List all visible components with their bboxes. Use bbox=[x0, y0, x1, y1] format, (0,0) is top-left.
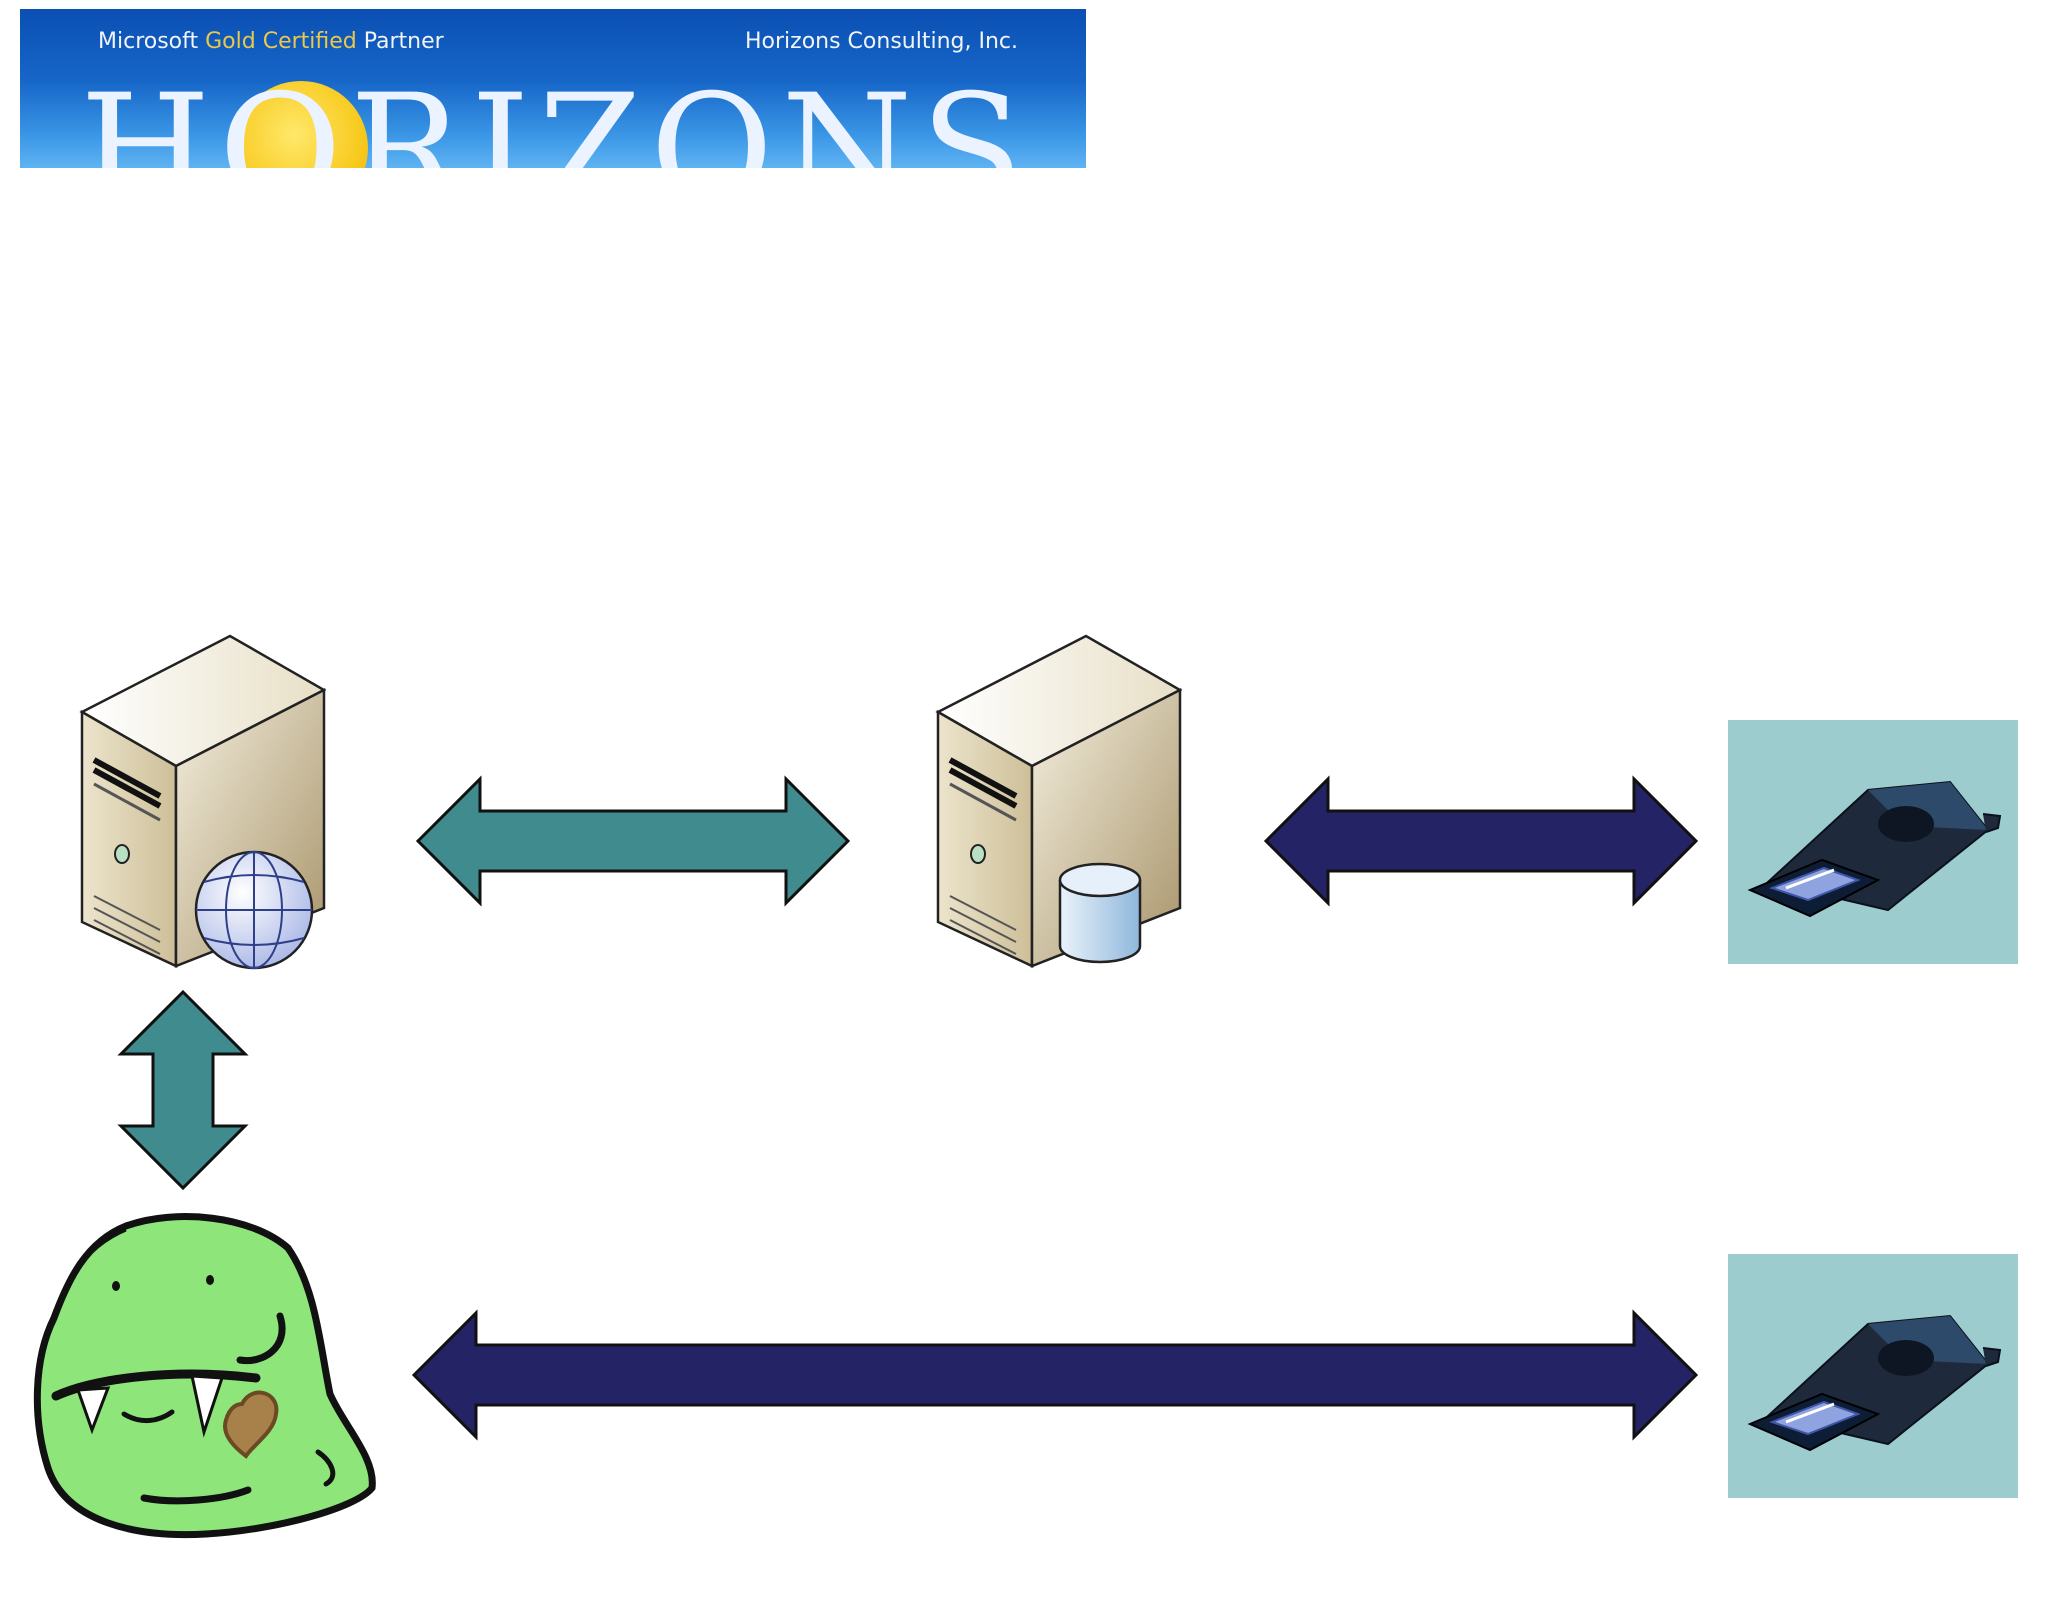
zip-drive-icon bbox=[1728, 720, 2018, 964]
partner-caption: Microsoft Gold Certified Partner bbox=[98, 29, 444, 54]
globe-icon bbox=[194, 850, 314, 970]
ms-gold-label: Gold Certified bbox=[205, 29, 357, 54]
green-monster-icon bbox=[33, 1213, 376, 1539]
zip-drive-icon bbox=[1728, 1254, 2018, 1498]
edge-arrow-webserver-monster bbox=[117, 989, 249, 1191]
edge-arrow-monster-zipdrive bbox=[411, 1309, 1699, 1441]
database-server-icon bbox=[935, 634, 1182, 968]
brand-wordmark: HORIZONS bbox=[80, 63, 1032, 168]
edge-arrow-webserver-database bbox=[415, 775, 851, 907]
web-server-icon bbox=[79, 634, 326, 970]
edge-arrow-database-zipdrive bbox=[1263, 775, 1699, 907]
ms-suffix: Partner bbox=[363, 29, 444, 54]
database-cylinder-icon bbox=[1058, 862, 1142, 964]
ms-prefix: Microsoft bbox=[98, 29, 199, 54]
company-name: Horizons Consulting, Inc. bbox=[744, 29, 1018, 54]
horizons-banner: Microsoft Gold Certified Partner Horizon… bbox=[20, 9, 1086, 168]
